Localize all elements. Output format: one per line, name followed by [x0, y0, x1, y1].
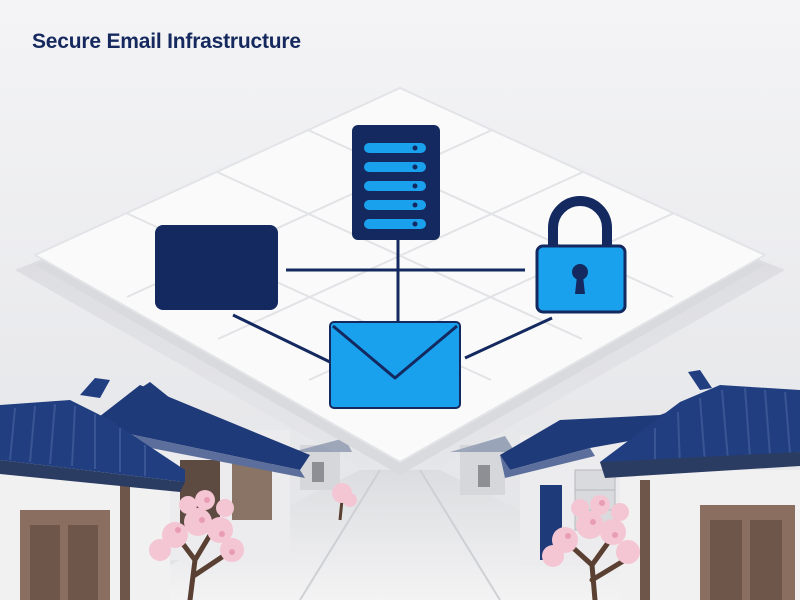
roof-right-mid [500, 400, 700, 470]
diagram-connections [232, 238, 553, 364]
roof-left-front [0, 400, 185, 482]
hanok-village [0, 370, 800, 600]
connector-monitor-email [232, 313, 331, 364]
connector-lock-email [464, 316, 553, 360]
page-title: Secure Email Infrastructure [32, 30, 301, 53]
roof-left-mid [95, 385, 310, 470]
padlock-icon [535, 196, 627, 314]
monitor-icon [155, 225, 278, 310]
distant-house-right [450, 436, 515, 495]
server-icon [352, 125, 440, 240]
envelope-icon [329, 321, 461, 409]
cherry-blossom-tree-right [542, 495, 640, 600]
platform-surface [34, 87, 766, 463]
hanok-house-left-front [0, 378, 185, 600]
cherry-blossom-tree-distant [332, 483, 357, 521]
hanok-house-right-front [600, 370, 800, 600]
cherry-blossom-tree-left [149, 490, 244, 600]
village-road [100, 470, 700, 600]
